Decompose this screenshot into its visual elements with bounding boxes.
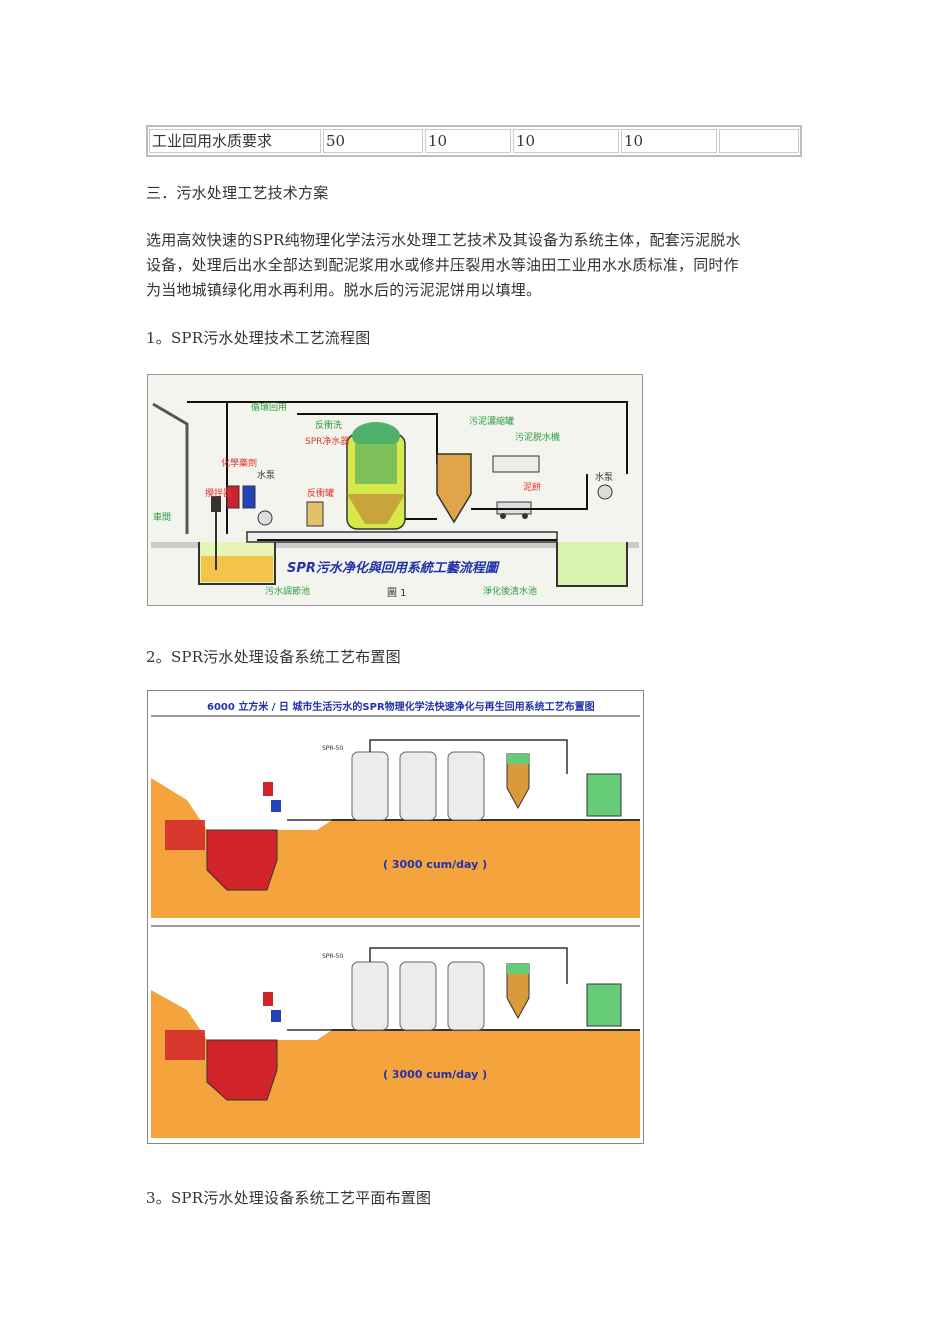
water-quality-table: 工业回用水质要求 50 10 10 10: [146, 125, 802, 157]
table-cell: [719, 129, 799, 153]
label-recycle: 循環回用: [251, 401, 287, 413]
paragraph-line: 为当地城镇绿化用水再利用。脱水后的污泥泥饼用以填埋。: [146, 281, 542, 299]
label-raw-pool: 污水調節池: [265, 585, 310, 597]
table-cell: 10: [621, 129, 717, 153]
unit-label: SPR-50: [322, 745, 343, 752]
label-backwash-tank: 反衝罐: [307, 487, 334, 499]
label-mixer: 攪拌器: [205, 487, 232, 499]
capacity-label: ( 3000 cum/day ): [383, 1068, 487, 1081]
table-cell: 工业回用水质要求: [149, 129, 321, 153]
label-dewater: 污泥脱水機: [515, 431, 560, 443]
label-pump1: 水泵: [257, 469, 275, 481]
process-flow-diagram: 循環回用 反衝洗 SPR净水器 化學藥劑 水泵 攪拌器 反衝罐 污泥濃縮罐 污泥…: [147, 374, 643, 606]
figure-caption-3: 3。SPR污水处理设备系统工艺平面布置图: [146, 1189, 432, 1207]
label-gate: 車間: [153, 511, 171, 523]
figure1-number: 圖 1: [387, 587, 407, 599]
label-chem: 化學藥劑: [221, 457, 257, 469]
label-backwash: 反衝洗: [315, 419, 342, 431]
body-paragraph: 选用高效快速的SPR纯物理化学法污水处理工艺技术及其设备为系统主体，配套污泥脱水…: [146, 228, 811, 303]
label-thickener: 污泥濃縮罐: [469, 415, 514, 427]
figure-caption-1: 1。SPR污水处理技术工艺流程图: [146, 329, 371, 347]
figure-caption-2: 2。SPR污水处理设备系统工艺布置图: [146, 648, 401, 666]
capacity-label: ( 3000 cum/day ): [383, 858, 487, 871]
layout-unit-2: SPR-50 ( 3000 cum/day ): [151, 947, 640, 1138]
figure2-title: 6000 立方米 / 日 城市生活污水的SPR物理化学法快速净化与再生回用系统工…: [207, 700, 595, 713]
paragraph-line: 设备，处理后出水全部达到配泥浆用水或修井压裂用水等油田工业用水水质标准，同时作: [146, 256, 739, 274]
layout-unit-1: SPR-50 ( 3000 cum/day ): [151, 739, 640, 918]
table-cell: 50: [323, 129, 423, 153]
section-heading: 三．污水处理工艺技术方案: [146, 184, 329, 202]
label-clean-pool: 淨化後清水池: [483, 585, 537, 597]
paragraph-line: 选用高效快速的SPR纯物理化学法污水处理工艺技术及其设备为系统主体，配套污泥脱水: [146, 231, 741, 249]
table-cell: 10: [425, 129, 511, 153]
unit-label: SPR-50: [322, 953, 343, 960]
table-cell: 10: [513, 129, 619, 153]
label-spr: SPR净水器: [305, 435, 349, 447]
label-cake: 泥餅: [523, 481, 541, 493]
figure1-title: SPR污水净化與回用系統工藝流程圖: [287, 560, 500, 576]
label-pump2: 水泵: [595, 471, 613, 483]
equipment-layout-diagram: 6000 立方米 / 日 城市生活污水的SPR物理化学法快速净化与再生回用系统工…: [147, 690, 644, 1144]
